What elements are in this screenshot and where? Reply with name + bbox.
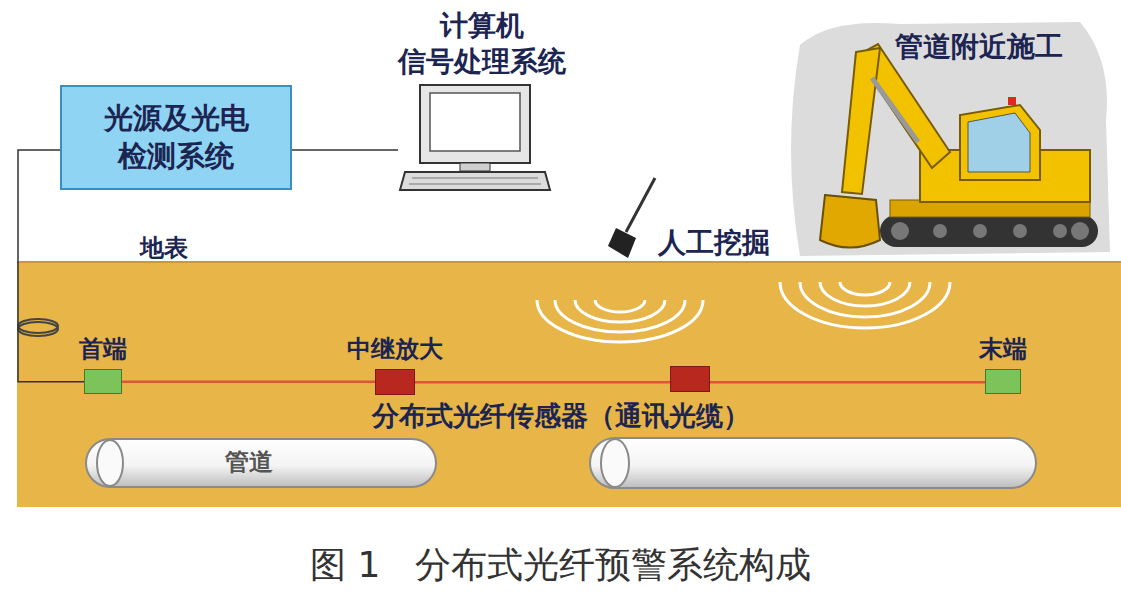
node-text: 计算机 信号处理系统	[380, 8, 584, 81]
cab-window	[968, 113, 1030, 172]
track	[880, 215, 1098, 247]
keys	[409, 178, 541, 184]
backdrop	[791, 22, 1110, 256]
computer-node: 计算机 信号处理系统	[380, 8, 584, 193]
warning-light	[1008, 97, 1016, 105]
shovel-handle	[626, 178, 655, 232]
arm	[842, 48, 880, 194]
wave	[537, 300, 703, 342]
wheel	[1071, 222, 1089, 240]
node-text: 中继放大	[318, 334, 472, 365]
bucket	[820, 195, 880, 248]
wheel	[1013, 224, 1027, 238]
computer-outline	[398, 85, 543, 190]
screen	[430, 93, 520, 151]
node-text: 光源及光电 检测系统	[72, 100, 280, 175]
cable-coil	[18, 322, 58, 336]
fiber-sensor-label: 分布式光纤传感器（通讯光缆）	[372, 398, 750, 434]
marker-square	[84, 369, 122, 394]
pipe-end	[97, 440, 123, 486]
vibration-waves	[537, 282, 950, 342]
node-text: 首端	[74, 334, 132, 365]
wheel	[973, 224, 987, 238]
wave	[800, 282, 930, 317]
wave	[820, 282, 910, 306]
hydraulic-cylinder	[872, 78, 918, 142]
keyboard	[400, 172, 550, 190]
wave	[555, 300, 685, 332]
pipe-body	[86, 439, 436, 487]
repeater: 中继放大	[318, 334, 472, 395]
pipe-body	[590, 438, 1036, 488]
pipe: 管道	[85, 438, 437, 488]
track-wheels	[891, 222, 1089, 240]
cab	[960, 105, 1040, 180]
repeater-marker	[670, 366, 710, 392]
figure-caption: 图 1 分布式光纤预警系统构成	[0, 542, 1121, 589]
shovel-blade	[608, 228, 636, 258]
node-text: 管道	[225, 447, 273, 478]
head-end: 首端	[74, 334, 132, 394]
wheel	[933, 224, 947, 238]
excavator	[791, 22, 1110, 256]
ground-surface-label: 地表	[140, 232, 188, 264]
shovel	[608, 178, 655, 258]
tail-end: 末端	[974, 334, 1032, 394]
optical-fiber	[122, 380, 375, 383]
manual-digging-label: 人工挖掘	[658, 224, 770, 262]
monitor	[420, 85, 530, 163]
wave	[595, 300, 645, 312]
computer-icon	[400, 85, 550, 190]
right-pipe	[590, 438, 1036, 488]
marker-square	[375, 369, 415, 395]
signal-cable	[292, 149, 398, 151]
wave	[575, 300, 665, 322]
ground	[17, 262, 1121, 507]
detector-box: 光源及光电 检测系统	[60, 85, 292, 190]
wave	[780, 282, 950, 328]
wheel	[1053, 224, 1067, 238]
node-text: 末端	[974, 334, 1032, 365]
wheel	[891, 222, 909, 240]
pipe-end	[601, 439, 629, 487]
stand	[460, 163, 490, 171]
marker-square	[985, 369, 1021, 394]
wave	[840, 282, 890, 295]
construction-label: 管道附近施工	[895, 28, 1063, 66]
